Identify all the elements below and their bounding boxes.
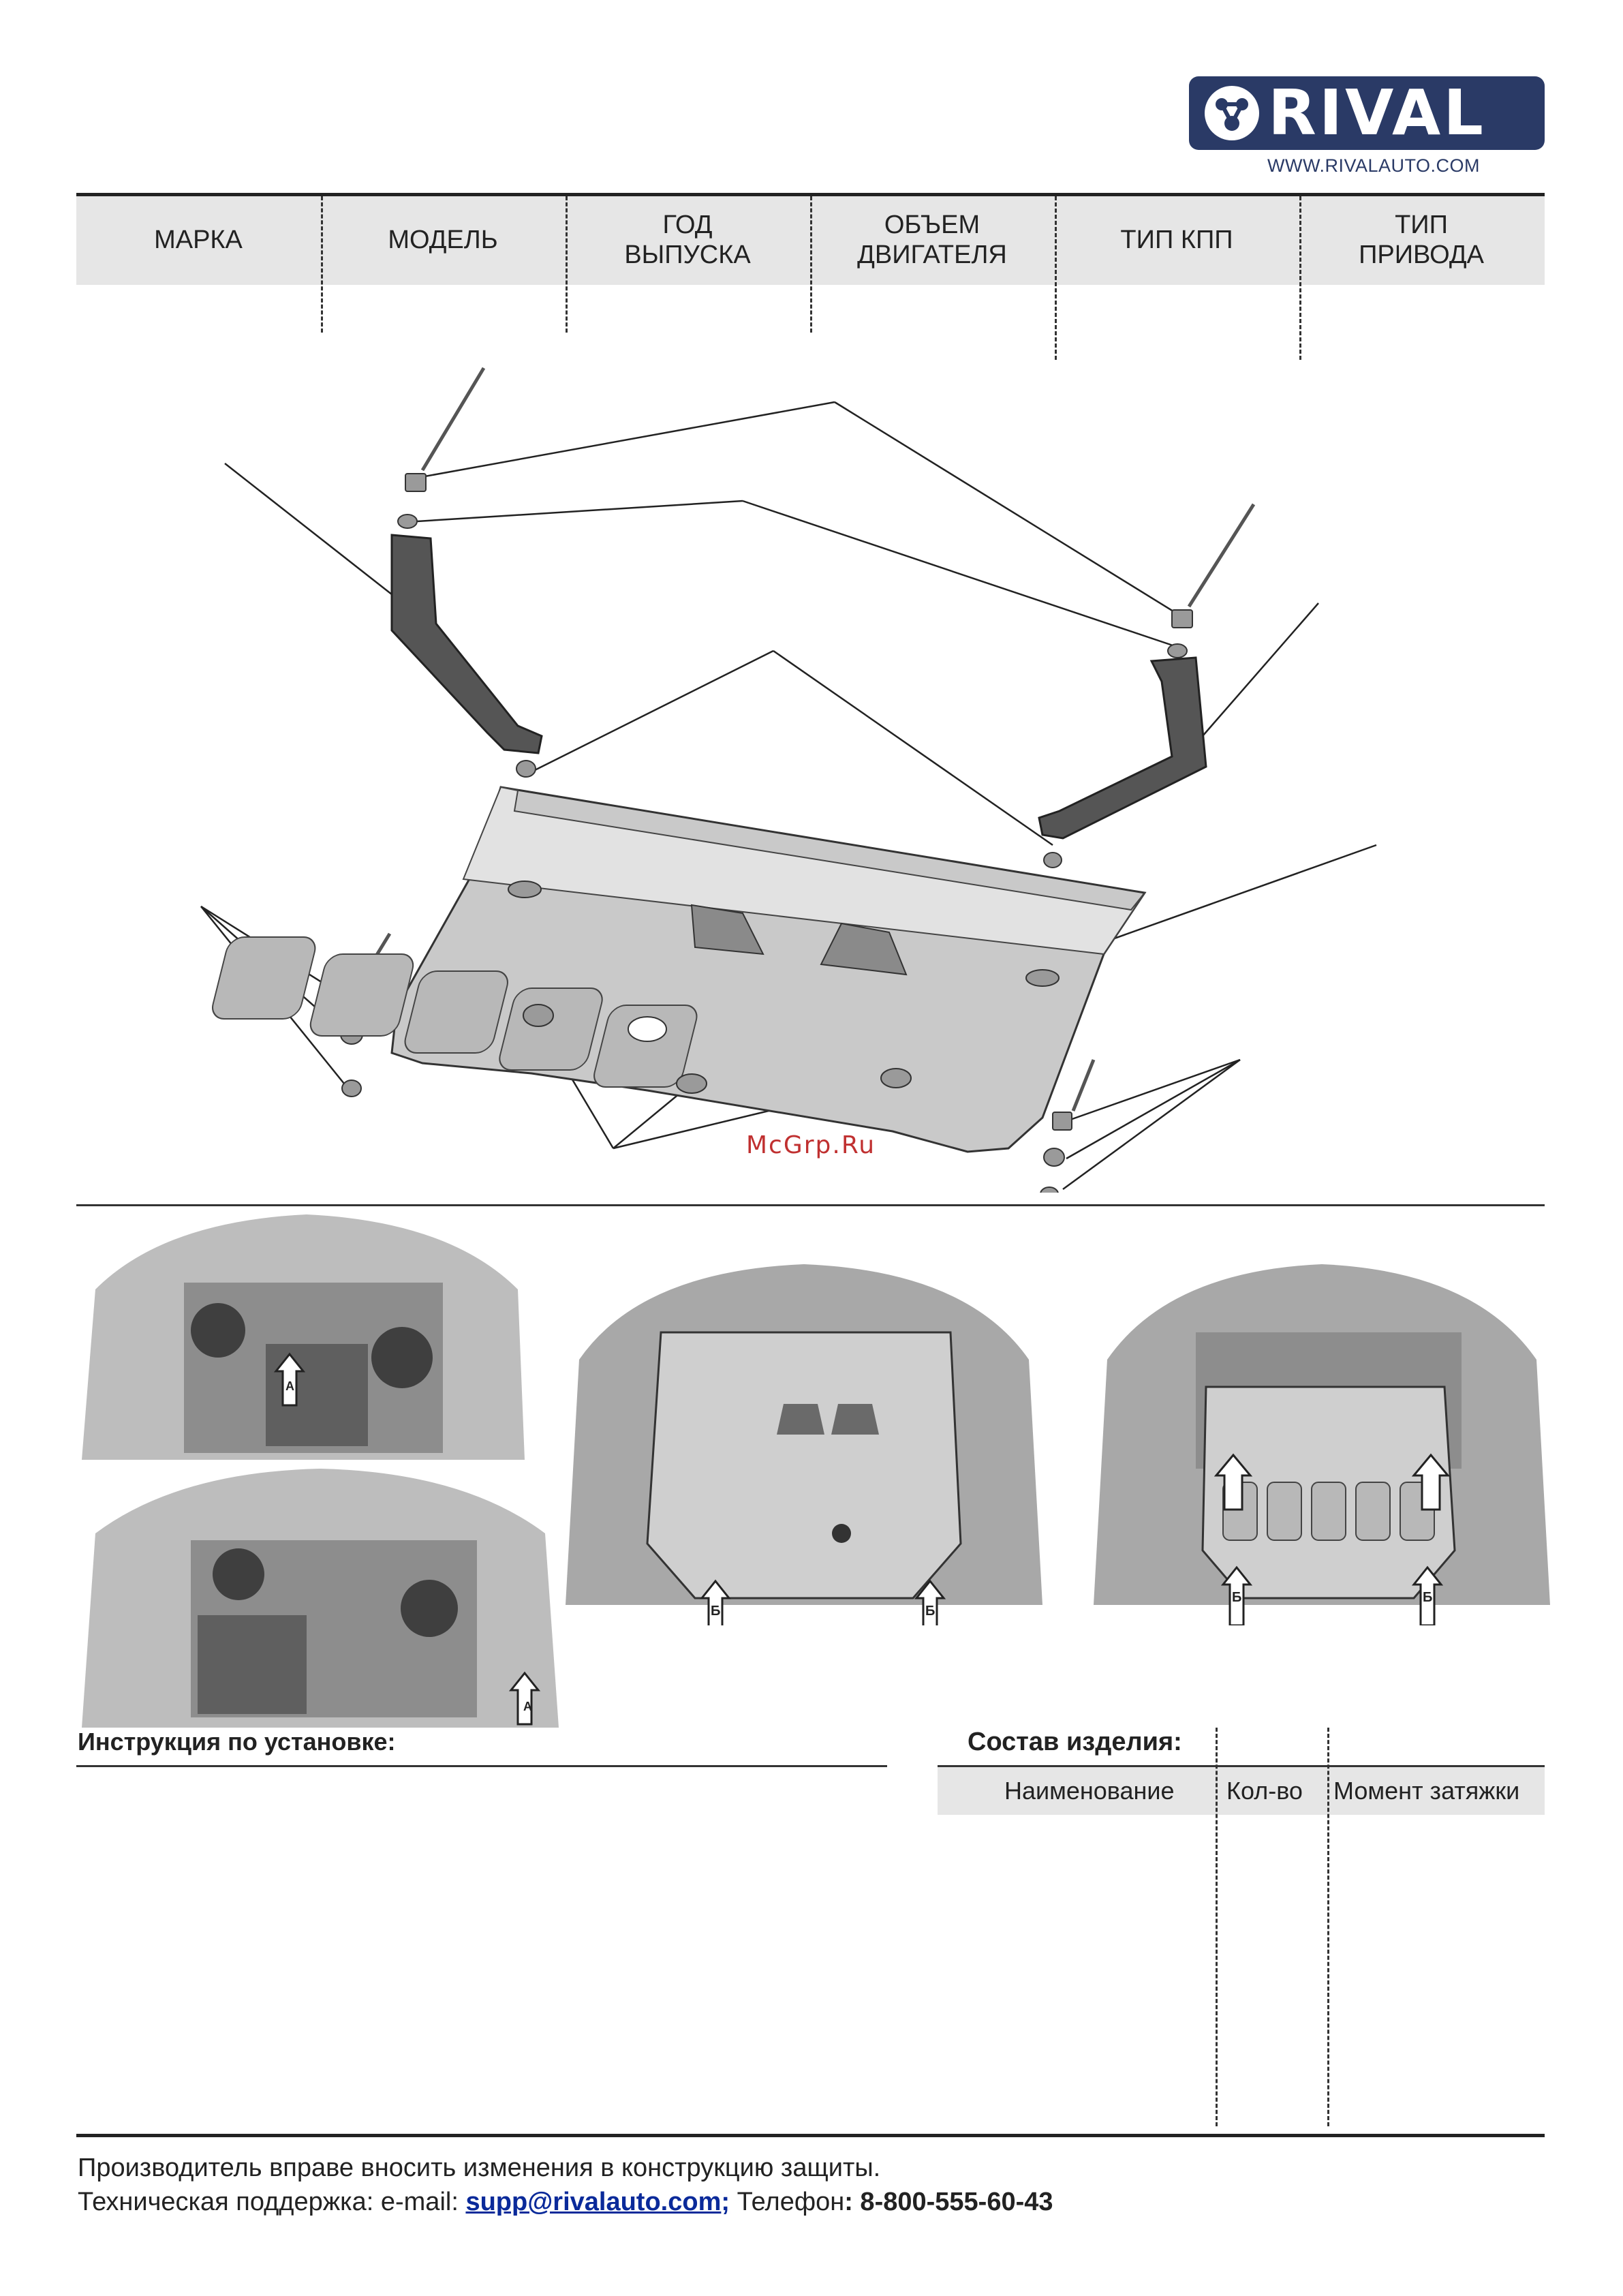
arrow-b-icon (1220, 1565, 1444, 1625)
footer-rule (76, 2134, 1545, 2137)
column-divider (810, 196, 812, 333)
phone-number: : 8-800-555-60-43 (844, 2188, 1053, 2216)
photo-step-2: А (82, 1465, 559, 1728)
instruction-rule (76, 1765, 887, 1767)
arrow-up-icon (1214, 1453, 1451, 1511)
svg-text:Б: Б (1232, 1590, 1241, 1605)
support-email-link[interactable]: supp@rivalauto.com (465, 2188, 722, 2216)
website-link[interactable]: WWW.RIVALAUTO.COM (1267, 155, 1480, 176)
header-model: МОДЕЛЬ (388, 226, 498, 255)
photo-step-3: Б Б (559, 1257, 1049, 1625)
col-name: Наименование (1004, 1777, 1175, 1805)
email-separator: ; (721, 2188, 730, 2216)
composition-header (938, 1767, 1545, 1815)
svg-text:Б: Б (711, 1604, 720, 1619)
col-qty: Кол-во (1226, 1777, 1303, 1805)
brand-logo: RIVAL (1189, 76, 1545, 150)
photo-step-4: Б Б (1087, 1257, 1557, 1625)
support-label: Техническая поддержка: e-mail: (78, 2188, 466, 2216)
arrow-b-icon (699, 1579, 946, 1625)
right-bracket (1038, 656, 1207, 840)
column-divider (1055, 196, 1057, 360)
footer-support: Техническая поддержка: e-mail: supp@riva… (78, 2188, 1053, 2217)
left-bracket (390, 534, 543, 754)
arrow-a-icon (508, 1671, 541, 1726)
column-divider (321, 196, 323, 333)
column-divider (1327, 1728, 1329, 2126)
header-drive: ТИП ПРИВОДА (1359, 211, 1484, 269)
svg-text:Б: Б (925, 1604, 935, 1619)
exploded-assembly-drawing (200, 367, 1377, 1193)
section-divider (76, 1204, 1545, 1206)
header-year: ГОД ВЫПУСКА (624, 211, 751, 269)
header-engine: ОБЪЕМ ДВИГАТЕЛЯ (857, 211, 1007, 269)
column-divider (1216, 1728, 1218, 2126)
header-brand: МАРКА (154, 226, 243, 255)
footer-note: Производитель вправе вносить изменения в… (78, 2154, 881, 2182)
arrow-a-icon (273, 1352, 306, 1407)
svg-text:А: А (523, 1700, 532, 1713)
column-divider (566, 196, 568, 333)
logo-text: RIVAL (1268, 76, 1486, 149)
header-top-rule (76, 193, 1545, 196)
watermark: McGrp.Ru (746, 1131, 876, 1159)
photo-step-1: А (82, 1208, 525, 1460)
composition-title: Состав изделия: (968, 1728, 1182, 1756)
logo-mark-icon (1205, 86, 1259, 140)
svg-text:Б: Б (1423, 1590, 1432, 1605)
composition-rule (938, 1765, 1545, 1767)
leader-lines (200, 401, 1377, 1191)
header-gearbox: ТИП КПП (1120, 226, 1233, 255)
svg-text:А: А (285, 1379, 294, 1393)
col-torque: Момент затяжки (1333, 1777, 1520, 1805)
skid-plate (212, 786, 1147, 1153)
instruction-title: Инструкция по установке: (78, 1728, 396, 1756)
column-divider (1299, 196, 1301, 360)
phone-label: Телефон (730, 2188, 845, 2216)
